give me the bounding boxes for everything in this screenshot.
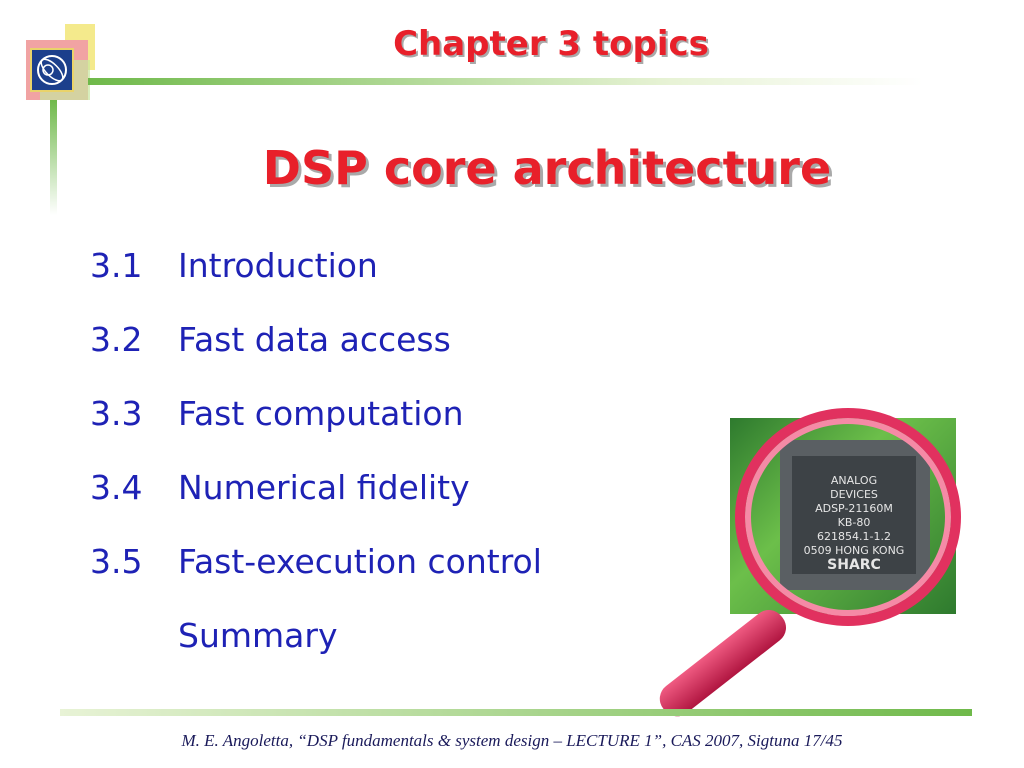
topic-label: Numerical fidelity xyxy=(178,468,470,507)
topic-number: 3.2 xyxy=(90,320,143,359)
topic-number: 3.5 xyxy=(90,542,143,581)
topic-number: 3.4 xyxy=(90,468,143,507)
bottom-divider-rule xyxy=(60,709,972,716)
topic-item: 3.2 Fast data access xyxy=(90,320,542,394)
left-divider-rule xyxy=(50,100,57,215)
magnifier-handle xyxy=(653,603,793,723)
magnifying-glass-icon xyxy=(735,408,961,626)
topic-label: Fast-execution control xyxy=(178,542,542,581)
footer-citation: M. E. Angoletta, “DSP fundamentals & sys… xyxy=(181,731,843,750)
topic-label: Fast data access xyxy=(178,320,451,359)
topic-label: Summary xyxy=(178,616,338,655)
chapter-title: Chapter 3 topics xyxy=(393,24,709,64)
topic-item: 3.4 Numerical fidelity xyxy=(90,468,542,542)
cern-logo-icon xyxy=(30,48,74,92)
topic-number: 3.3 xyxy=(90,394,143,433)
topic-item: 3.5 Fast-execution control xyxy=(90,542,542,616)
topic-item: Summary xyxy=(90,616,542,690)
topic-item: 3.3 Fast computation xyxy=(90,394,542,468)
topic-number: 3.1 xyxy=(90,246,143,285)
top-divider-rule xyxy=(88,78,923,85)
topic-item: 3.1 Introduction xyxy=(90,246,542,320)
topic-label: Fast computation xyxy=(178,394,464,433)
section-title: DSP core architecture xyxy=(262,141,832,195)
topic-label: Introduction xyxy=(178,246,378,285)
